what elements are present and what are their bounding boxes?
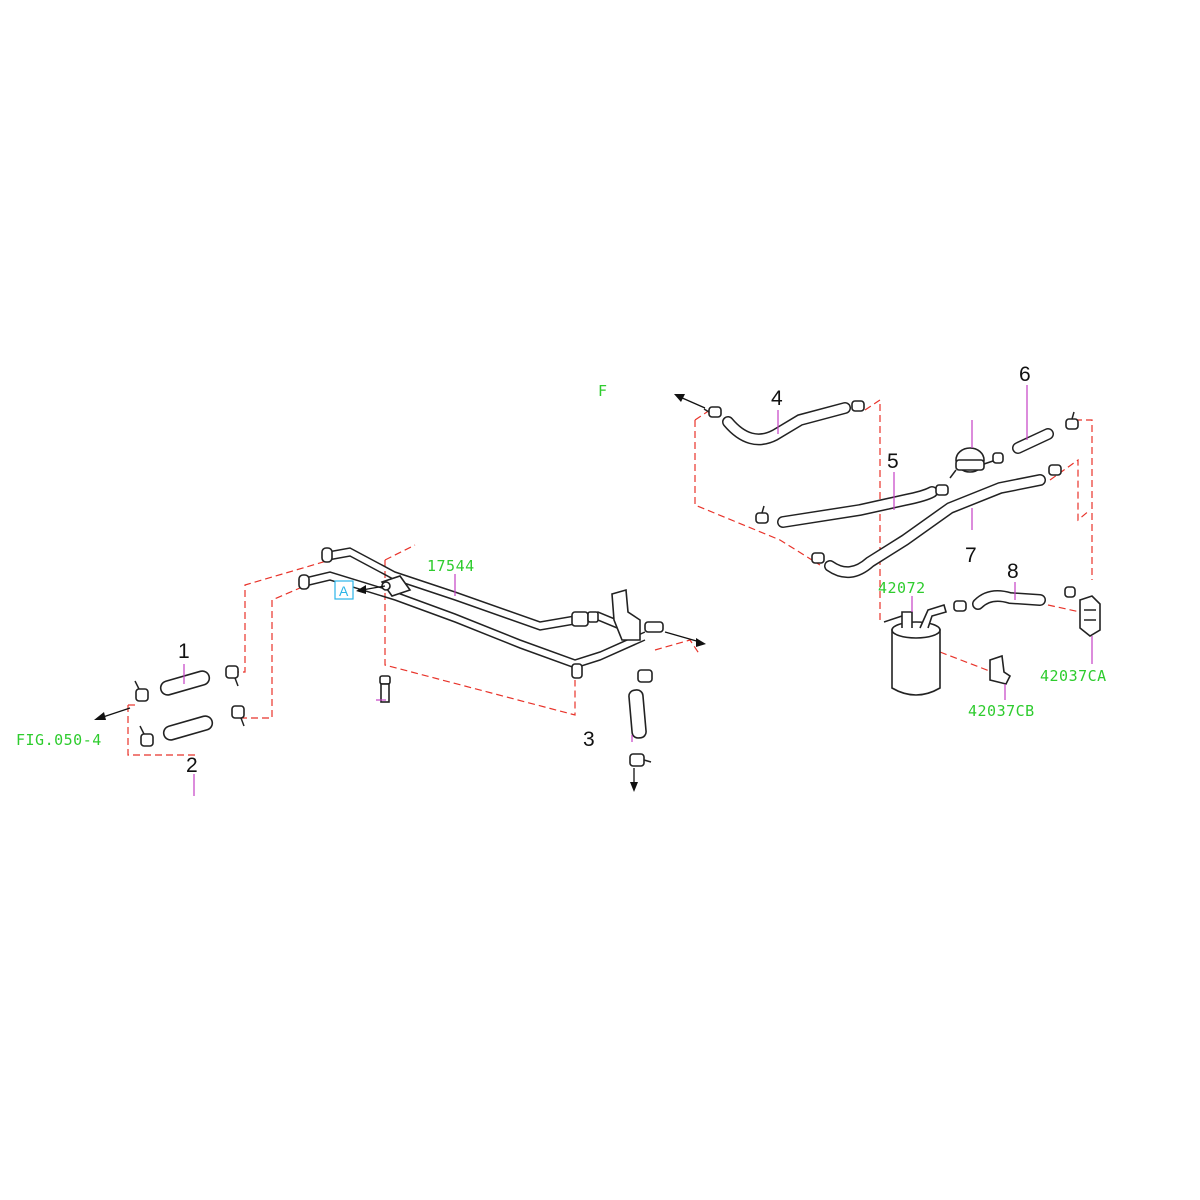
fuel-pipe-assembly	[298, 547, 664, 679]
clamp-icon	[139, 725, 154, 747]
clip-icon	[989, 654, 1012, 685]
clamp-icon	[703, 406, 722, 418]
arrow-right-icon	[664, 631, 706, 647]
clamp-icon	[755, 505, 769, 524]
part-code-42037CA: 42037CA	[1040, 667, 1107, 685]
clip-icon	[1064, 586, 1101, 637]
clamp-icon	[992, 452, 1004, 464]
view-marker-label: A	[339, 583, 349, 599]
clamp-icon	[225, 665, 239, 687]
callout-1: 1	[178, 640, 190, 663]
clamp-icon	[1065, 411, 1079, 430]
figure-ref-link-partial[interactable]: F	[598, 382, 608, 400]
mounting-bracket	[380, 575, 412, 597]
part-code-42037CB: 42037CB	[968, 702, 1035, 720]
bolt-icon	[379, 675, 391, 703]
fuel-filter	[883, 603, 947, 696]
clamp-icon	[231, 705, 245, 727]
hose-3-assembly	[628, 669, 653, 792]
clamp-icon	[1048, 464, 1062, 476]
figure-ref-link[interactable]: FIG.050-4	[16, 731, 102, 749]
hose-5-assembly	[755, 484, 949, 528]
clamp-icon	[935, 484, 949, 496]
callout-6: 6	[1019, 363, 1031, 386]
arrow-left-icon	[94, 707, 131, 720]
hose-6-assembly	[1012, 411, 1079, 454]
hose-2-assembly	[139, 705, 245, 747]
hose-7-assembly	[811, 464, 1062, 578]
bolt-icon	[571, 611, 599, 627]
callout-2: 2	[186, 754, 198, 777]
callout-3: 3	[583, 728, 595, 751]
callout-5: 5	[887, 450, 899, 473]
part-code-17544: 17544	[427, 557, 475, 575]
arrow-left-icon	[674, 394, 706, 409]
callout-4: 4	[771, 387, 783, 410]
hose-1-assembly	[134, 665, 239, 702]
clamp-icon	[851, 400, 865, 412]
callout-8: 8	[1007, 560, 1019, 583]
clamp-icon	[629, 753, 652, 767]
mounting-bracket	[611, 588, 664, 641]
clamp-icon	[1064, 586, 1076, 598]
clamp-icon	[811, 552, 825, 564]
part-code-42072: 42072	[878, 579, 926, 597]
clamp-icon	[953, 600, 967, 612]
clamp-icon	[637, 669, 653, 683]
valve-icon	[949, 447, 1004, 479]
callout-7: 7	[965, 544, 977, 567]
leader-lines	[183, 385, 1093, 796]
hose-8-assembly	[953, 590, 1046, 612]
hose-4-assembly	[703, 400, 865, 446]
reference-lines	[127, 398, 1093, 756]
view-marker-a[interactable]: A	[334, 580, 354, 600]
clamp-icon	[134, 680, 149, 702]
arrow-left-icon	[356, 585, 386, 594]
